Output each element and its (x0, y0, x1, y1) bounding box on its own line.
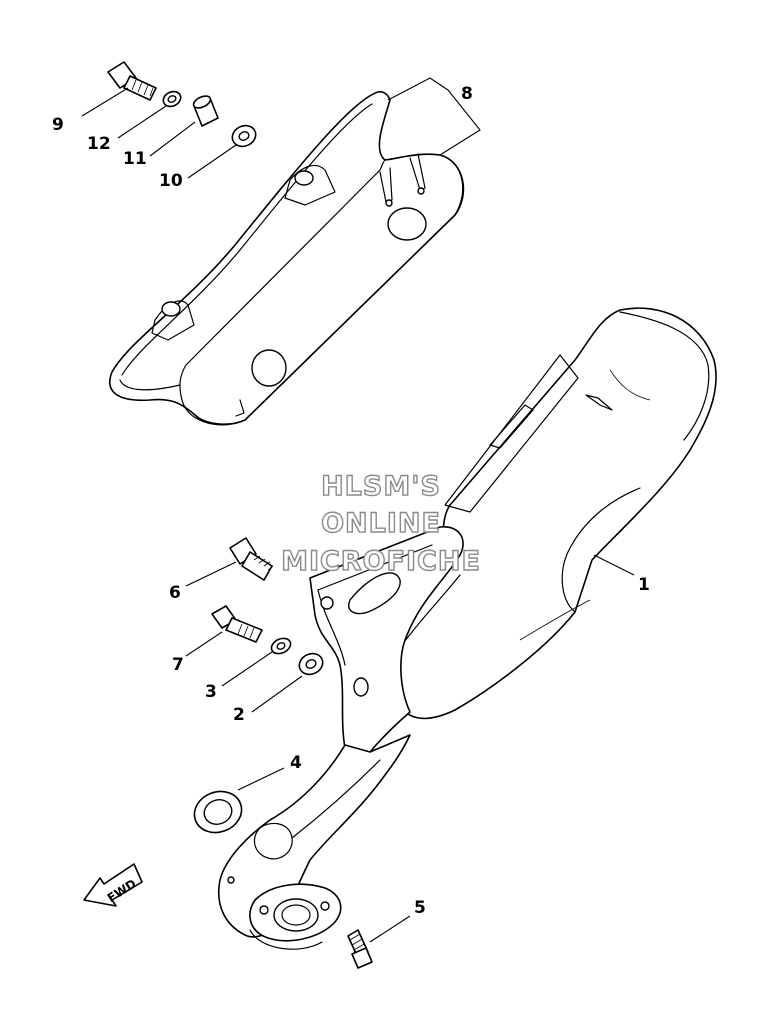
callout-9: 9 (52, 115, 64, 135)
callout-1: 1 (638, 575, 650, 595)
callout-11: 11 (123, 149, 147, 169)
washer-3-part (270, 637, 292, 655)
callout-7: 7 (172, 655, 184, 675)
callout-4: 4 (290, 753, 302, 773)
watermark: HLSM'S ONLINE MICROFICHE (280, 470, 481, 577)
grommet-10-part (231, 124, 257, 148)
bolt-5-part (347, 929, 373, 969)
callout-3: 3 (205, 682, 217, 702)
callout-6: 6 (169, 583, 181, 603)
exhaust-gasket-part (193, 790, 243, 834)
washer-12-part (162, 90, 182, 108)
watermark-line-2: ONLINE (321, 508, 441, 539)
collar-11-part (192, 95, 219, 127)
callout-12: 12 (87, 134, 111, 154)
callout-8: 8 (461, 84, 473, 104)
callout-2: 2 (233, 705, 245, 725)
callout-5: 5 (414, 898, 426, 918)
callout-10: 10 (159, 171, 183, 191)
fwd-direction-arrow: FWD (83, 863, 143, 907)
bolt-6-part (229, 537, 274, 581)
grommet-2-part (298, 652, 324, 676)
bolt-9-part (107, 61, 157, 101)
muffler-protector-part (109, 91, 465, 426)
leader-lines (81, 77, 635, 943)
watermark-line-1: HLSM'S (321, 471, 441, 502)
muffler-body-part (218, 307, 717, 950)
bolt-7-part (211, 605, 263, 643)
watermark-line-3: MICROFICHE (281, 546, 481, 577)
